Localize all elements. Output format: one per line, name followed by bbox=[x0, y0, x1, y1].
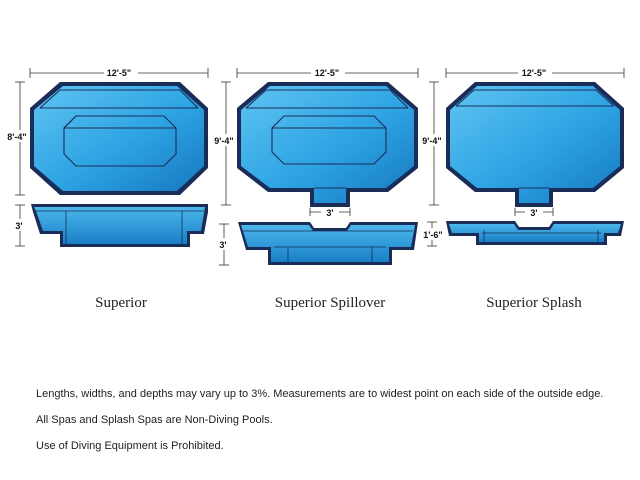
pool-superior: 12'-5" 8'-4" 3' bbox=[4, 66, 209, 311]
pool-superior-splash: 12'-5" 9'-4" 3' 1'-6" bbox=[419, 66, 625, 311]
depth-label: 3' bbox=[15, 221, 22, 231]
pool-name: Superior Splash bbox=[486, 295, 582, 311]
length-label: 8'-4" bbox=[7, 132, 26, 142]
width-label: 12'-5" bbox=[107, 68, 131, 78]
depth-label: 1'-6" bbox=[423, 230, 442, 240]
spill-label: 3' bbox=[530, 208, 537, 218]
length-label: 9'-4" bbox=[422, 136, 441, 146]
depth-label: 3' bbox=[219, 240, 226, 250]
step-outline bbox=[245, 89, 409, 189]
pool-name: Superior Spillover bbox=[275, 295, 385, 311]
step-outline bbox=[455, 89, 615, 189]
measurement-note: Lengths, widths, and depths may vary up … bbox=[36, 388, 604, 400]
notes: Lengths, widths, and depths may vary up … bbox=[36, 388, 606, 466]
non-diving-note: All Spas and Splash Spas are Non-Diving … bbox=[36, 414, 273, 426]
diving-equipment-note: Use of Diving Equipment is Prohibited. bbox=[36, 440, 224, 452]
width-label: 12'-5" bbox=[522, 68, 546, 78]
length-label: 9'-4" bbox=[214, 136, 233, 146]
step-outline bbox=[39, 89, 199, 167]
pool-superior-spillover: 12'-5" 9'-4" 3' bbox=[211, 66, 419, 311]
width-label: 12'-5" bbox=[315, 68, 339, 78]
spill-label: 3' bbox=[326, 208, 333, 218]
pool-name: Superior bbox=[95, 295, 147, 311]
